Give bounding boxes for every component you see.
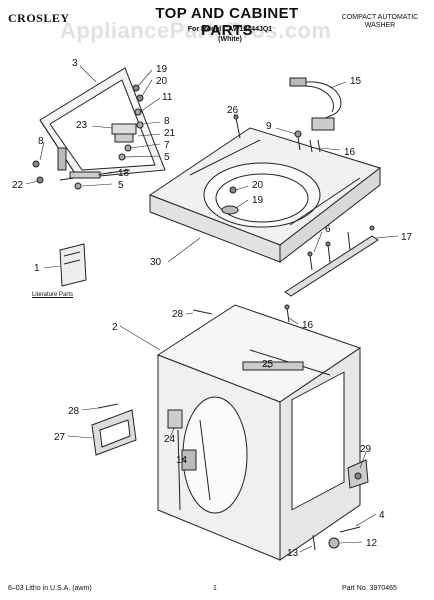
callout-17: 17 [401,232,413,243]
page-title: TOP AND CABINET PARTS [155,5,299,39]
callout-18: 18 [118,168,130,179]
callout-24: 24 [164,434,176,445]
callout-15: 15 [350,76,362,87]
footer-part-number: Part No. 3970465 [342,585,397,592]
callout-13: 13 [287,548,299,559]
callout-3: 3 [72,58,78,69]
product-type-line-1: COMPACT AUTOMATIC [341,14,419,21]
callout-9: 9 [266,121,272,132]
callout-7: 7 [164,140,170,151]
hinge-bar-part-17 [284,225,379,297]
brand-logo: CROSLEY [8,11,70,25]
callout-5: 5 [164,152,170,163]
callout-23: 23 [76,120,88,131]
callout-5: 5 [118,180,124,191]
callout-22: 22 [12,180,24,191]
callout-12: 12 [366,538,378,549]
color-line: (White) [218,36,242,43]
callout-21: 21 [164,128,176,139]
callout-1: 1 [34,263,40,274]
callout-8: 8 [38,136,44,147]
wire-harness-part-15 [289,77,342,131]
literature-parts-part-1 [59,243,87,287]
footer-litho: 6–03 Litho in U.S.A. (awm) [8,585,92,592]
callout-19: 19 [156,64,168,75]
callout-20: 20 [156,76,168,87]
footer-page-number: 1 [213,585,217,592]
literature-parts-label: Literature Parts [32,292,74,298]
callout-25: 25 [262,359,274,370]
callout-29: 29 [360,444,372,455]
model-line: For Model CAW12444JQ1 [187,26,273,33]
top-panel-part-30 [148,127,382,264]
callout-28: 28 [68,406,80,417]
callout-16: 16 [344,147,356,158]
callout-16: 16 [302,320,314,331]
callout-14: 14 [176,455,188,466]
callout-2: 2 [112,322,118,333]
callout-8: 8 [164,116,170,127]
callout-19: 19 [252,195,264,206]
callout-11: 11 [162,92,173,103]
callout-30: 30 [150,257,162,268]
product-type-line-2: WASHER [364,22,396,29]
leveling-leg-part-29 [347,459,369,489]
callout-28: 28 [172,309,184,320]
callout-20: 20 [252,180,264,191]
callout-4: 4 [379,510,385,521]
product-type: COMPACT AUTOMATIC WASHER [330,14,430,30]
watermark: AppliancePartsPros.com [60,18,332,43]
callout-6: 6 [325,224,331,235]
bracket-part-27 [91,409,137,456]
cabinet-part-2 [156,304,362,561]
callout-27: 27 [54,432,66,443]
hinge-hardware [32,84,144,190]
callout-26: 26 [227,105,239,116]
